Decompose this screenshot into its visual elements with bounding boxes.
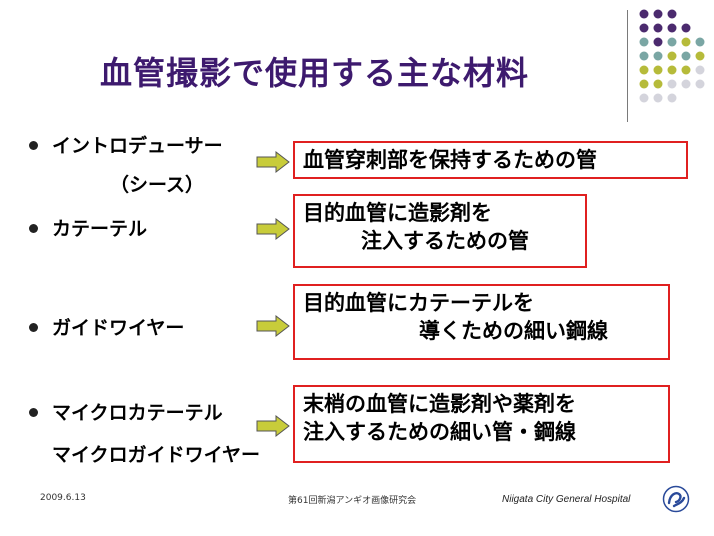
description-box-guidewire: 目的血管にカテーテルを 導くための細い鋼線 [293, 284, 670, 360]
bullet-dot [29, 141, 38, 150]
description-line: 末梢の血管に造影剤や薬剤を [303, 392, 576, 416]
bullet-dot [29, 224, 38, 233]
description-line: 注入するための細い管・鋼線 [303, 420, 576, 444]
bullet-dot [29, 323, 38, 332]
item-label-catheter: カテーテル [52, 218, 148, 240]
footer-date: 2009.6.13 [40, 493, 86, 503]
description-line: 注入するための管 [361, 229, 529, 253]
description-box-introducer: 血管穿刺部を保持するための管 [293, 141, 688, 179]
description-line: 目的血管にカテーテルを [303, 291, 534, 315]
item-label-introducer: イントロデューサー [52, 135, 223, 157]
right-arrow-icon [256, 315, 290, 337]
description-line: 目的血管に造影剤を [303, 201, 492, 225]
slide-title: 血管撮影で使用する主な材料 [100, 54, 530, 92]
footer-hospital: Niigata City General Hospital [502, 494, 631, 505]
right-arrow-icon [256, 218, 290, 240]
description-box-microcatheter: 末梢の血管に造影剤や薬剤を 注入するための細い管・鋼線 [293, 385, 670, 463]
item-label-sheath: （シース） [110, 174, 205, 196]
item-label-microcatheter: マイクロカテーテル [52, 402, 223, 424]
description-line: 血管穿刺部を保持するための管 [303, 148, 597, 172]
hospital-logo-icon [662, 485, 690, 513]
footer-event: 第61回新潟アンギオ画像研究会 [288, 496, 417, 506]
item-label-guidewire: ガイドワイヤー [52, 317, 185, 339]
right-arrow-icon [256, 151, 290, 173]
item-label-microguidewire: マイクロガイドワイヤー [52, 444, 261, 466]
right-arrow-icon [256, 415, 290, 437]
description-box-catheter: 目的血管に造影剤を 注入するための管 [293, 194, 587, 268]
decorative-dot-grid-icon [639, 9, 705, 103]
description-line: 導くための細い鋼線 [419, 319, 608, 343]
bullet-dot [29, 408, 38, 417]
divider-line [627, 10, 628, 122]
